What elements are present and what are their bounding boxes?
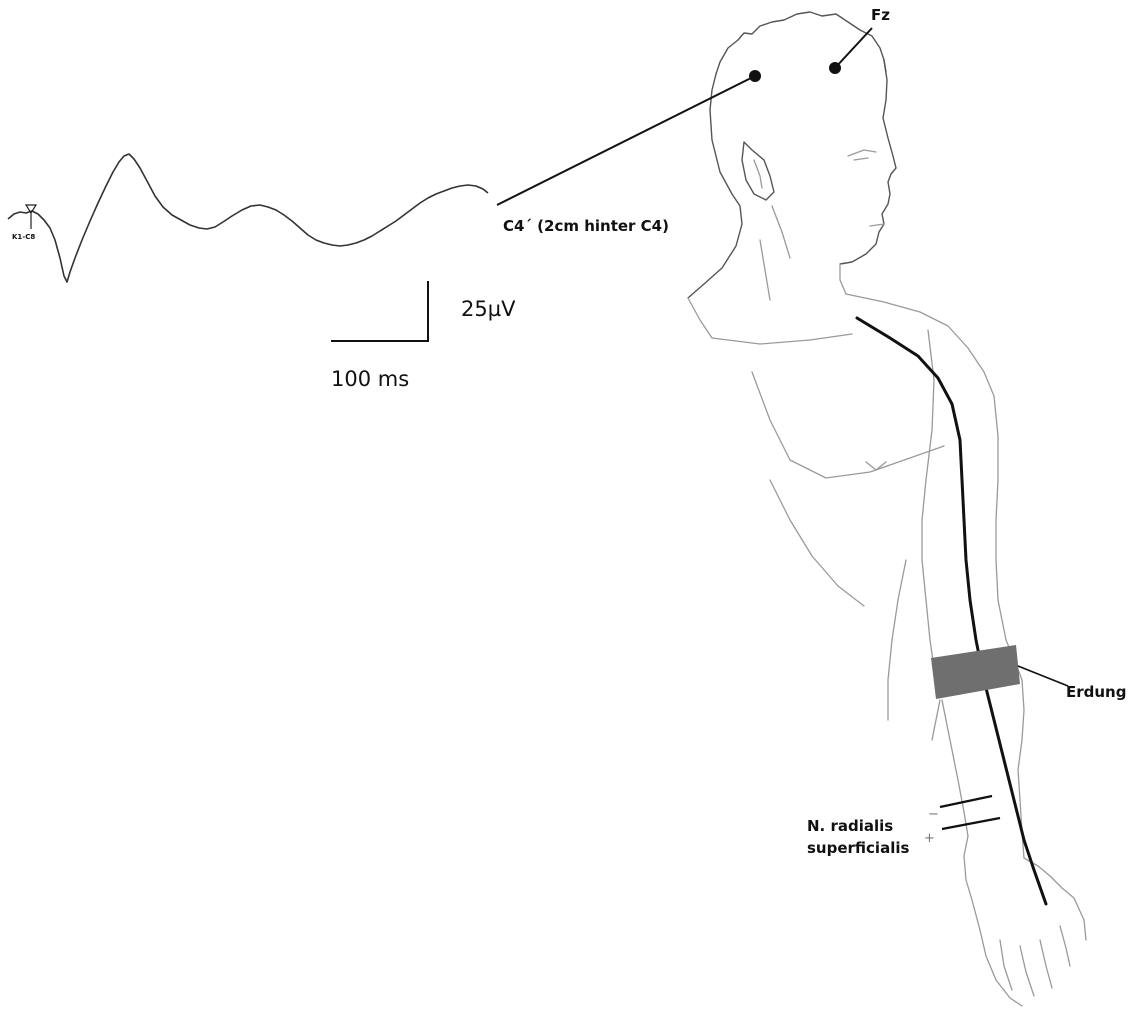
- fz-label: Fz: [871, 6, 890, 24]
- c4-prime-leader-line: [497, 76, 755, 205]
- polarity-plus: +: [924, 831, 935, 846]
- nerve-label-line1: N. radialis: [807, 817, 893, 835]
- erdung-leader-line: [1018, 666, 1068, 686]
- fz-leader-line: [835, 28, 872, 68]
- waveform-trace: [8, 154, 488, 282]
- scalp-electrodes: Fz C4´ (2cm hinter C4): [497, 6, 890, 235]
- sep-waveform: K1-C8: [8, 154, 488, 282]
- anode-bar: [942, 818, 1000, 829]
- stimulus-marker: [26, 205, 36, 229]
- time-scale-label: 100 ms: [331, 367, 409, 391]
- cathode-bar: [940, 796, 992, 807]
- trace-marker-label: K1-C8: [12, 233, 35, 241]
- erdung-label: Erdung: [1066, 683, 1126, 701]
- ground-electrode-band: Erdung: [931, 645, 1126, 701]
- stimulation-electrodes: − + N. radialis superficialis: [807, 796, 1000, 857]
- ground-band-shape: [931, 645, 1020, 699]
- nerve-label-line2: superficialis: [807, 839, 909, 857]
- amplitude-scale-label: 25µV: [461, 297, 516, 321]
- scale-bar-lines: [331, 281, 428, 341]
- polarity-minus: −: [928, 807, 939, 822]
- c4-prime-label: C4´ (2cm hinter C4): [503, 217, 669, 235]
- scale-bar: 25µV 100 ms: [331, 281, 516, 391]
